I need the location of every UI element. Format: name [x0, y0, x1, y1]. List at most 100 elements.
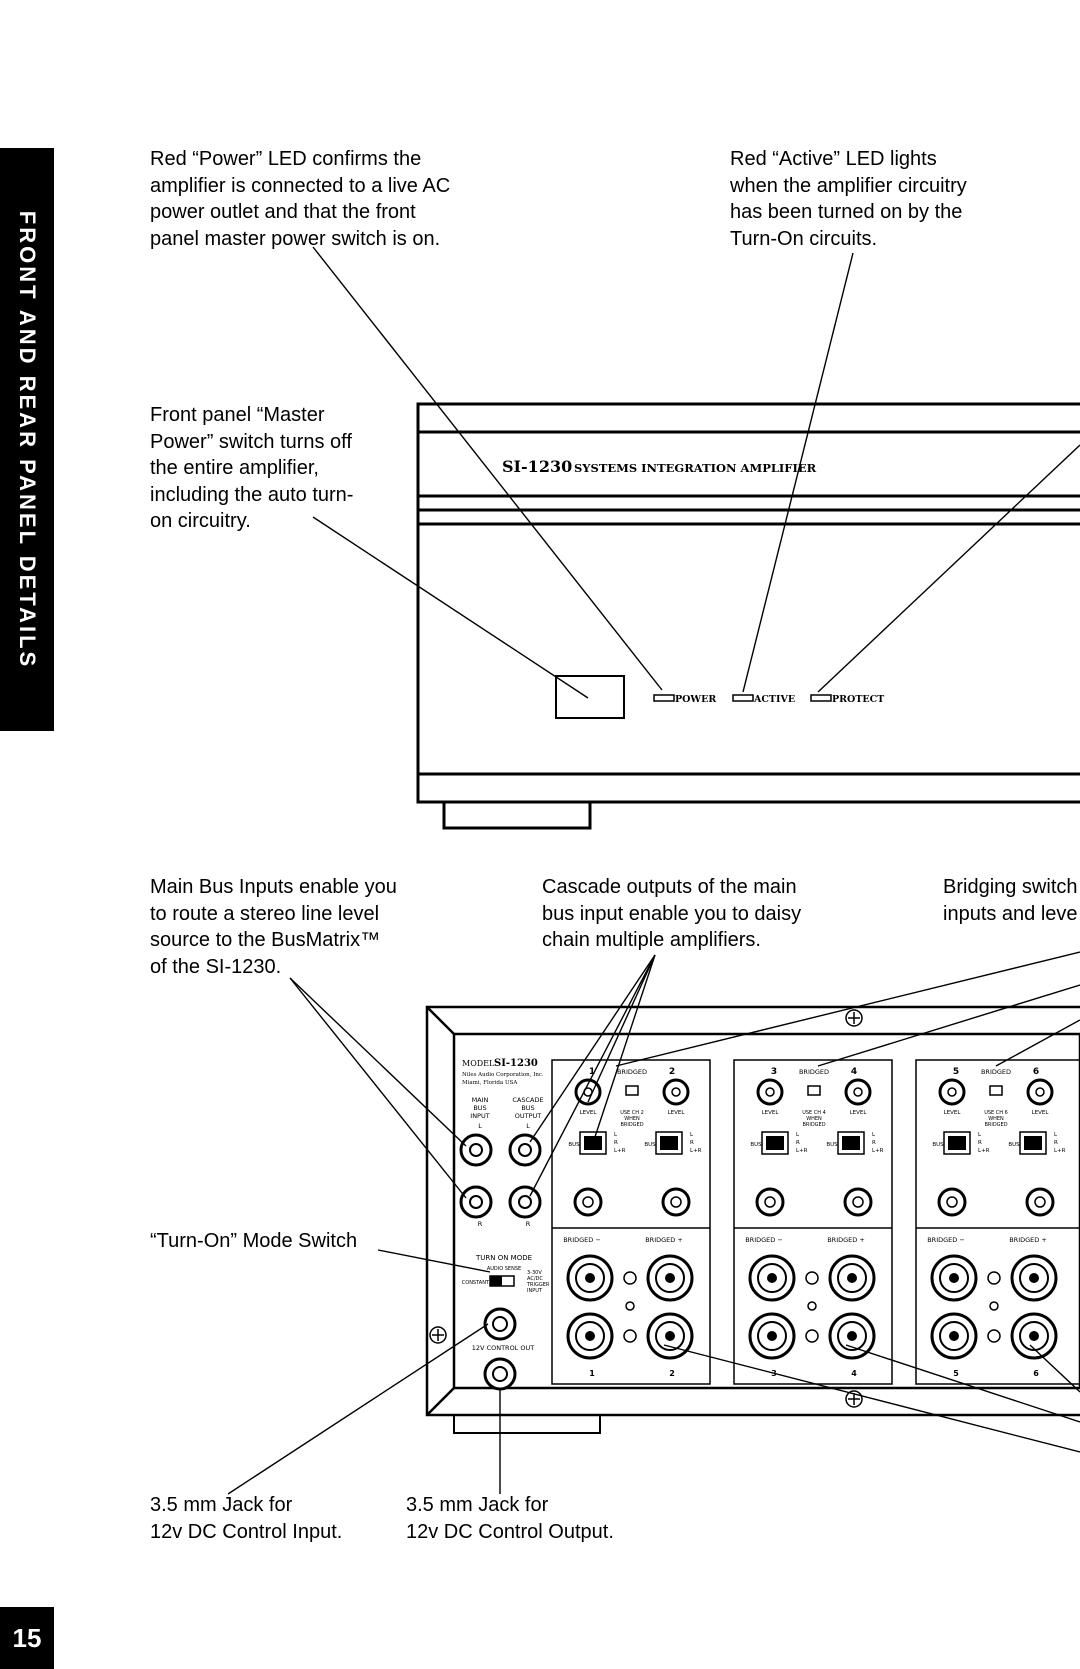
- leader-line: [742, 252, 854, 693]
- use-label: BRIDGED: [984, 1122, 1007, 1128]
- minus-icon: [987, 1329, 1001, 1343]
- dip-label: L+R: [1054, 1148, 1066, 1154]
- turn-on-mode-label: 3-30V: [527, 1270, 542, 1276]
- dip-label: R: [978, 1140, 982, 1146]
- dip-label: L+R: [978, 1148, 990, 1154]
- led-label: ACTIVE: [753, 694, 795, 705]
- leader-line: [587, 954, 656, 1103]
- control-input-jack: [483, 1307, 517, 1341]
- leader-line: [817, 984, 1080, 1067]
- leader-line: [1029, 1344, 1080, 1393]
- caption-line: chain multiple amplifiers.: [542, 929, 761, 951]
- led-row: POWER ACTIVE PROTECT: [653, 694, 884, 705]
- leader-line: [615, 951, 1080, 1067]
- channel-number: 4: [851, 1369, 857, 1378]
- level-label: LEVEL: [668, 1110, 686, 1116]
- channel-number: 2: [669, 1369, 675, 1378]
- switch-knob: [490, 1276, 502, 1286]
- bridged-minus-label: BRIDGED −: [745, 1236, 783, 1244]
- bus-label: R: [478, 1220, 483, 1228]
- dip-label: L+R: [796, 1148, 808, 1154]
- bus-labels: MAIN BUS INPUT CASCADE BUS OUTPUT L L R …: [470, 1096, 543, 1228]
- control-out-label: 12V CONTROL OUT: [472, 1344, 534, 1352]
- leader-line: [289, 977, 467, 1147]
- bridge-switch: [625, 1085, 639, 1096]
- caption-line: source to the BusMatrix™: [150, 929, 381, 951]
- channel-number: 6: [1033, 1067, 1039, 1077]
- turn-on-mode-label: TURN ON MODE: [475, 1254, 532, 1262]
- amp-group-3: [915, 1059, 1080, 1385]
- rear-leader-lines: [227, 951, 1080, 1495]
- dip-label: L+R: [614, 1148, 626, 1154]
- control-output-jack: [483, 1357, 517, 1391]
- bridge-switch: [807, 1085, 821, 1096]
- master-power-switch: [555, 675, 625, 719]
- caption-line: of the SI-1230.: [150, 955, 282, 978]
- bridged-label: BRIDGED: [617, 1068, 647, 1076]
- turn-on-mode: TURN ON MODE AUDIO SENSE CONSTANT 3-30V …: [462, 1254, 550, 1294]
- caption-line: bus input enable you to daisy: [542, 902, 802, 925]
- bridged-minus-label: BRIDGED −: [563, 1236, 601, 1244]
- bridged-plus-label: BRIDGED +: [1009, 1236, 1047, 1244]
- model-block-text: Niles Audio Corporation, Inc.: [462, 1072, 544, 1078]
- leader-line: [591, 954, 656, 1147]
- amp-group-1: [551, 1059, 711, 1385]
- model-label: SI-1230: [502, 457, 572, 476]
- caption-line: when the amplifier circuitry: [730, 174, 967, 197]
- channel-number: 5: [953, 1067, 959, 1077]
- level-label: LEVEL: [762, 1110, 780, 1116]
- caption-jack-in: 3.5 mm Jack for 12v DC Control Input.: [150, 1492, 342, 1545]
- main-bus-input-l-jack: [459, 1133, 493, 1167]
- channel-number: 6: [1033, 1369, 1039, 1378]
- caption-main-bus: Main Bus Inputs enable you to route a st…: [150, 874, 397, 980]
- caption-line: 3.5 mm Jack for: [150, 1494, 293, 1516]
- screws: [429, 1009, 863, 1408]
- channel-number: 4: [851, 1067, 857, 1077]
- front-panel-outline: [416, 402, 1080, 804]
- model-block-text: MODEL: [462, 1059, 495, 1068]
- chassis-bevel: [426, 1006, 455, 1035]
- amp-group-3-parts: [930, 1078, 1058, 1360]
- leader-line: [227, 1323, 489, 1495]
- dip-label: L: [872, 1132, 876, 1138]
- caption-jack-out: 3.5 mm Jack for 12v DC Control Output.: [406, 1492, 614, 1545]
- protect-led-icon: [810, 694, 832, 702]
- rca-jacks: [459, 1133, 542, 1219]
- channel-number: 1: [589, 1067, 595, 1077]
- bus-label: CASCADE: [512, 1096, 543, 1104]
- front-foot: [442, 800, 592, 830]
- level-label: LEVEL: [580, 1110, 598, 1116]
- turn-on-mode-label: TRIGGER: [526, 1282, 550, 1288]
- caption-line: to route a stereo line level: [150, 902, 380, 925]
- level-label: LEVEL: [1032, 1110, 1050, 1116]
- dip-label: L: [690, 1132, 694, 1138]
- turn-on-mode-label: INPUT: [527, 1288, 543, 1294]
- caption-line: has been turned on by the: [730, 201, 963, 223]
- caption-line: panel master power switch is on.: [150, 227, 441, 250]
- bridge-switch: [989, 1085, 1003, 1096]
- dip-label: L+R: [872, 1148, 884, 1154]
- bus-label: L: [526, 1122, 530, 1130]
- use-label: BRIDGED: [802, 1122, 825, 1128]
- leader-line: [377, 1249, 491, 1273]
- use-label: BRIDGED: [620, 1122, 643, 1128]
- caption-line: Turn-On circuits.: [730, 227, 878, 250]
- bus-label: BUS: [568, 1142, 580, 1148]
- bus-label: OUTPUT: [515, 1112, 542, 1120]
- bridged-label: BRIDGED: [799, 1068, 829, 1076]
- leader-line: [312, 516, 589, 699]
- use-label: USE CH 2: [620, 1110, 644, 1116]
- caption-line: Bridging switch: [943, 876, 1078, 898]
- caption-line: inputs and leve: [943, 902, 1078, 925]
- model-block: MODEL SI-1230 Niles Audio Corporation, I…: [462, 1058, 544, 1086]
- use-label: USE CH 6: [984, 1110, 1008, 1116]
- use-label: USE CH 4: [802, 1110, 826, 1116]
- leader-line: [845, 1344, 1080, 1423]
- bus-label: BUS: [826, 1142, 838, 1148]
- active-led-icon: [732, 694, 754, 702]
- caption-power-led: Red “Power” LED confirms the amplifier i…: [150, 146, 450, 252]
- dip-label: R: [872, 1140, 876, 1146]
- led-label: PROTECT: [832, 694, 884, 705]
